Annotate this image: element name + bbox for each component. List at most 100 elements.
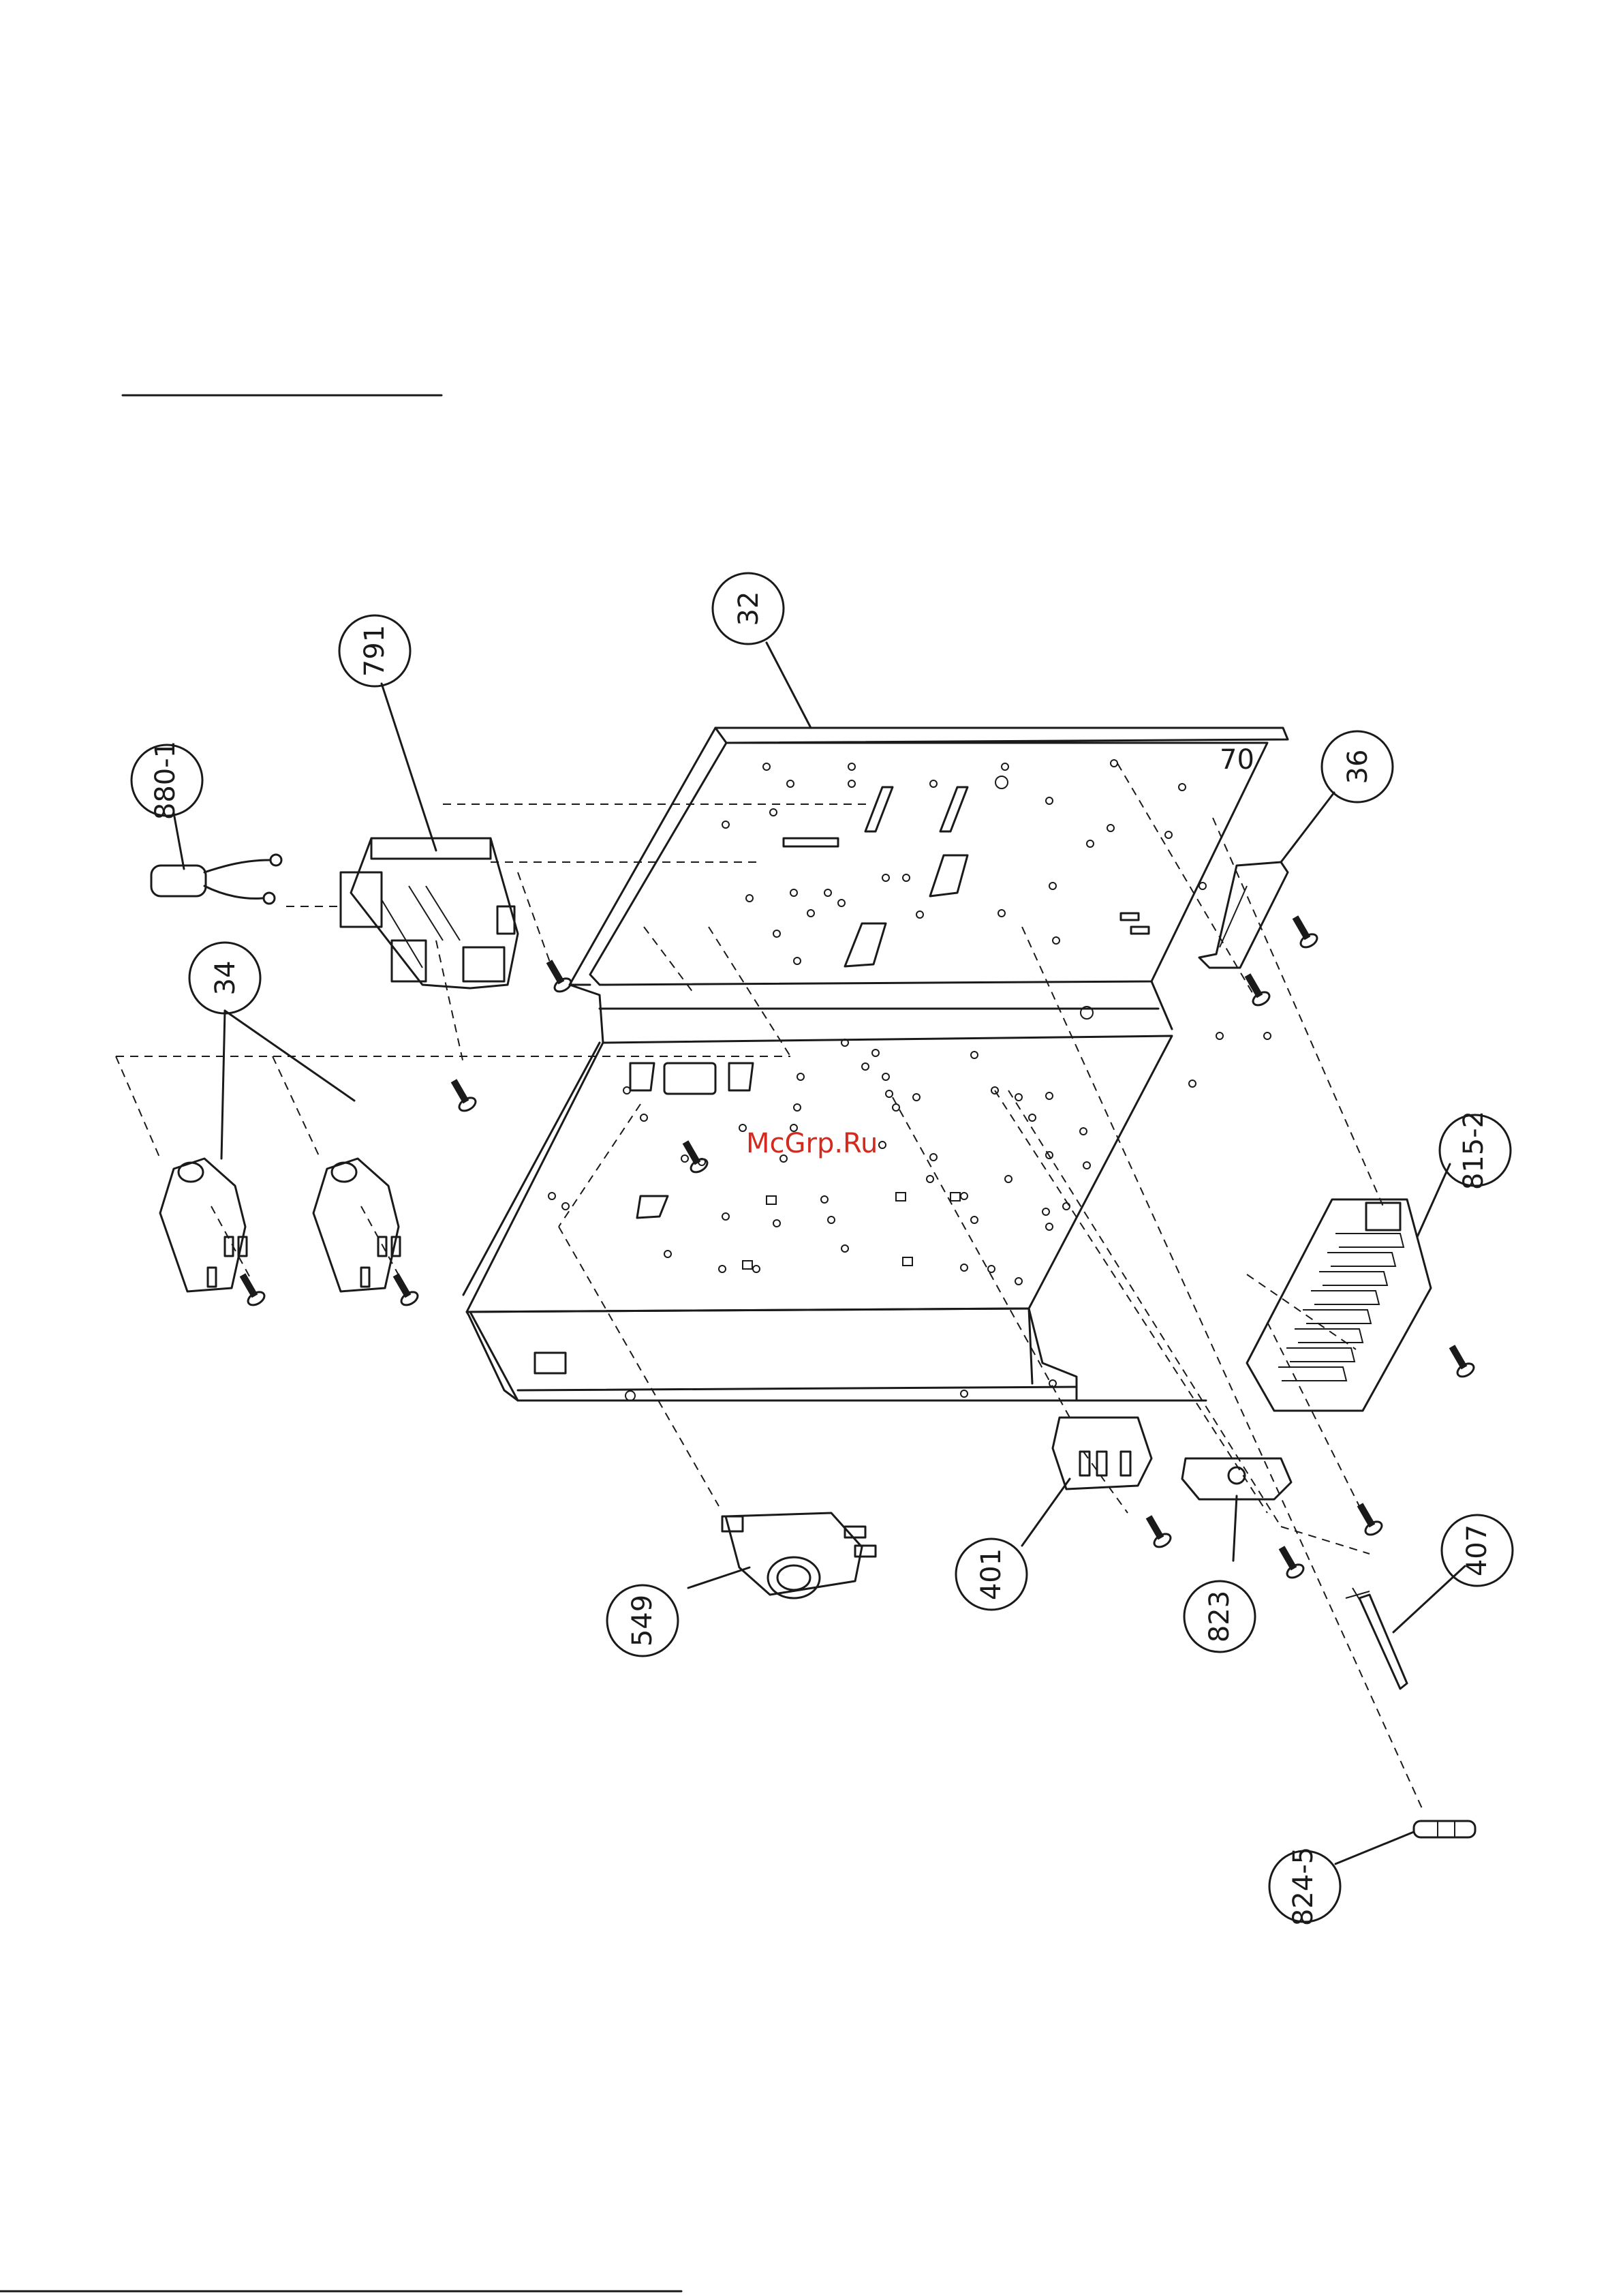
- chassis-hole: [961, 1264, 968, 1271]
- suppressor-body: [151, 866, 206, 896]
- chassis-slot: [1121, 913, 1139, 920]
- callout-32: 32: [713, 573, 784, 644]
- chassis-hole: [1111, 760, 1117, 767]
- callout-823: 823: [1184, 1581, 1255, 1652]
- chassis-top-flange: [715, 728, 1288, 743]
- chassis-hole: [746, 895, 753, 902]
- chassis-hole: [1049, 883, 1056, 889]
- callout-815-2: 815-2: [1440, 1111, 1511, 1190]
- bracket-body: [1199, 862, 1288, 968]
- chassis-upper-edge: [570, 728, 715, 985]
- svg-text:401: 401: [976, 1548, 1007, 1600]
- chassis-hole: [1087, 840, 1094, 847]
- chassis-hole: [794, 958, 801, 964]
- chassis-hole: [879, 1142, 886, 1148]
- chassis-hole: [821, 1196, 828, 1203]
- svg-text:549: 549: [627, 1595, 658, 1647]
- chassis-holes: [548, 760, 1271, 1400]
- screw-shank: [240, 1273, 258, 1298]
- terminal-rib: [1278, 1367, 1346, 1381]
- screw: [1444, 1342, 1477, 1379]
- relay-body: [351, 838, 518, 988]
- chassis-hole: [722, 1213, 729, 1220]
- chassis-hole: [664, 1251, 671, 1257]
- screw: [235, 1270, 267, 1308]
- chassis-slot: [865, 787, 893, 831]
- chassis-hole: [988, 1266, 995, 1272]
- lead-terminal: [264, 893, 275, 904]
- svg-text:815-2: 815-2: [1458, 1111, 1489, 1190]
- connector-pin: [1121, 1452, 1130, 1475]
- screw-shank: [1293, 915, 1311, 940]
- watermark-text: McGrp.Ru: [746, 1128, 878, 1159]
- chassis-fold-right: [1151, 981, 1172, 1029]
- relay-pin: [361, 1268, 369, 1287]
- chassis-hole: [807, 910, 814, 917]
- assembly-guide-lines: [116, 763, 1424, 1813]
- chassis-slot: [950, 1193, 960, 1201]
- svg-text:880-1: 880-1: [150, 741, 181, 820]
- svg-text:32: 32: [733, 592, 764, 626]
- chassis-hole: [1046, 797, 1053, 804]
- terminal-rib: [1303, 1310, 1371, 1323]
- part-34-relay-right: [313, 1159, 400, 1291]
- terminal-rib: [1335, 1234, 1404, 1247]
- part-549-valve: [722, 1513, 876, 1598]
- chassis-hole: [1005, 1176, 1012, 1182]
- chassis-hole: [916, 911, 923, 918]
- relay-terminal: [463, 947, 504, 981]
- chassis-hole: [995, 776, 1008, 789]
- part-824-5-fuse: [1414, 1821, 1475, 1837]
- chassis-hole: [763, 763, 770, 770]
- chassis-hole: [770, 809, 777, 816]
- chassis-tab: [637, 1196, 668, 1218]
- fuse-body: [1414, 1821, 1475, 1837]
- screw-shank: [451, 1079, 469, 1103]
- relay-pin: [378, 1237, 386, 1256]
- chassis-hole: [930, 1154, 937, 1161]
- chassis-hole: [640, 1114, 647, 1121]
- chassis-hole: [753, 1266, 760, 1272]
- terminal-strip-ribs: [1278, 1234, 1404, 1381]
- chassis-hole: [824, 889, 831, 896]
- chassis-hole: [913, 1094, 920, 1101]
- holder-screw: [1228, 1467, 1245, 1484]
- relay-terminal-block: [341, 872, 382, 927]
- callout-401: 401: [956, 1539, 1027, 1610]
- part-34-relay-left: [160, 1159, 247, 1291]
- terminal-strip-clip: [1366, 1203, 1400, 1230]
- svg-text:36: 36: [1342, 750, 1374, 784]
- terminal-rib: [1311, 1291, 1379, 1304]
- chassis-tab: [845, 923, 886, 966]
- chassis-hole: [562, 1203, 569, 1210]
- callout-36: 36: [1322, 731, 1393, 802]
- chassis-front-lip: [467, 1308, 1206, 1400]
- chassis-hole: [838, 900, 845, 906]
- chassis-slot: [896, 1193, 906, 1201]
- chassis-hole: [903, 874, 910, 881]
- chassis-lower-edge: [463, 1043, 600, 1295]
- chassis-hole: [1053, 937, 1060, 944]
- chassis-slot: [784, 838, 838, 846]
- chassis-hole: [773, 1220, 780, 1227]
- chassis-hole: [1189, 1080, 1196, 1087]
- panel-marking: 70: [1220, 744, 1254, 776]
- mount-ear: [179, 1163, 203, 1182]
- callout-34: 34: [189, 943, 260, 1013]
- chassis-lower-panel: [467, 1036, 1172, 1312]
- lead-terminal: [270, 855, 281, 866]
- callout-791: 791: [339, 615, 410, 686]
- chassis-hole: [1199, 883, 1206, 889]
- relay-housing: [160, 1159, 245, 1291]
- chassis-hole: [1015, 1094, 1022, 1101]
- valve-body: [726, 1513, 862, 1595]
- relay-top: [371, 838, 491, 859]
- chassis-hole: [1002, 763, 1008, 770]
- chassis-mount: [729, 1063, 753, 1090]
- callout-549: 549: [607, 1585, 678, 1656]
- svg-text:407: 407: [1462, 1525, 1493, 1576]
- chassis-hole: [719, 1266, 726, 1272]
- part-815-2-terminal-strip: [1247, 1199, 1431, 1411]
- terminal-rib: [1327, 1253, 1395, 1266]
